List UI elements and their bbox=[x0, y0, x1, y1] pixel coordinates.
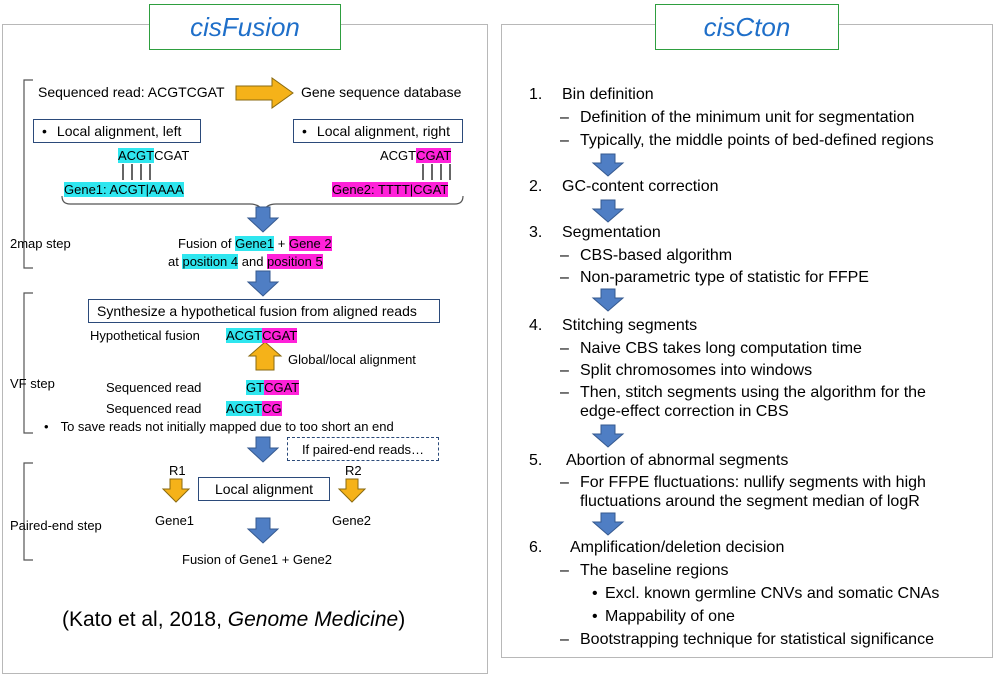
final-fusion-text: Fusion of Gene1 + Gene2 bbox=[182, 552, 332, 567]
left-read-rest: CGAT bbox=[154, 148, 190, 163]
fusion-line-1: Fusion of Gene1 + Gene 2 bbox=[178, 236, 332, 251]
right-read-sequence: ACGTCGAT bbox=[380, 148, 452, 163]
substep: CBS-based algorithm bbox=[580, 247, 733, 264]
step-number: 1. bbox=[529, 86, 543, 103]
sub-substep: Excl. known germline CNVs and somatic CN… bbox=[605, 585, 940, 602]
substep: For FFPE fluctuations: nullify segments … bbox=[580, 474, 926, 491]
step-title: Segmentation bbox=[562, 224, 661, 241]
cisciton-title: cisCton bbox=[655, 4, 839, 50]
cisfusion-title: cisFusion bbox=[149, 4, 341, 50]
fusion-position2: position 5 bbox=[267, 254, 323, 269]
dash: – bbox=[560, 109, 569, 126]
local-alignment-left-label: Local alignment, left bbox=[56, 123, 182, 139]
dash: – bbox=[560, 384, 569, 401]
seqread1-seq: GTCGAT bbox=[246, 380, 300, 395]
dash: – bbox=[560, 362, 569, 379]
step-title: Stitching segments bbox=[562, 317, 698, 334]
substep: Split chromosomes into windows bbox=[580, 362, 813, 379]
dash: – bbox=[560, 340, 569, 357]
seqread1-a: GT bbox=[246, 380, 265, 395]
gene-database-text: Gene sequence database bbox=[301, 84, 462, 100]
fusion-and: and bbox=[238, 254, 268, 269]
citation-journal: Genome Medicine bbox=[227, 608, 399, 631]
right-read-rest: ACGT bbox=[380, 148, 417, 163]
gene1-sequence: Gene1: ACGT|AAAA bbox=[64, 182, 184, 197]
bullet: • bbox=[44, 419, 49, 434]
fusion-plus: + bbox=[274, 236, 289, 251]
seqread2-a: ACGT bbox=[226, 401, 263, 416]
substep: Definition of the minimum unit for segme… bbox=[580, 109, 915, 126]
paired-end-if-box: If paired-end reads… bbox=[287, 437, 439, 461]
fusion-at: at bbox=[168, 254, 183, 269]
step-label-paired-end: Paired-end step bbox=[10, 518, 102, 533]
sequenced-read-text: Sequenced read: ACGTCGAT bbox=[38, 84, 225, 100]
local-alignment-right-box: • Local alignment, right bbox=[293, 119, 463, 143]
substep: Non-parametric type of statistic for FFP… bbox=[580, 269, 869, 286]
step-title: Abortion of abnormal segments bbox=[566, 452, 789, 469]
synthesize-box: Synthesize a hypothetical fusion from al… bbox=[88, 299, 440, 323]
gene1-label: Gene1 bbox=[155, 513, 195, 528]
fusion-gene1: Gene1 bbox=[235, 236, 275, 251]
substep: Bootstrapping technique for statistical … bbox=[580, 631, 934, 648]
left-read-highlight: ACGT bbox=[118, 148, 155, 163]
step-title: Bin definition bbox=[562, 86, 654, 103]
sub-bullet: • bbox=[592, 608, 598, 625]
local-alignment-right-label: Local alignment, right bbox=[316, 123, 450, 139]
save-reads-note: • To save reads not initially mapped due … bbox=[44, 419, 394, 434]
substep: The baseline regions bbox=[580, 562, 729, 579]
step-number: 6. bbox=[529, 539, 543, 556]
bullet: • bbox=[42, 123, 47, 139]
dash: – bbox=[560, 132, 569, 149]
step-number: 4. bbox=[529, 317, 543, 334]
gene2-sequence: Gene2: TTTT|CGAT bbox=[332, 182, 449, 197]
step-number: 5. bbox=[529, 452, 543, 469]
dash: – bbox=[560, 474, 569, 491]
seqread2-seq: ACGTCG bbox=[226, 401, 282, 416]
step-label-2map: 2map step bbox=[10, 236, 71, 251]
global-local-label: Global/local alignment bbox=[288, 352, 416, 367]
citation-prefix: (Kato et al, 2018, bbox=[62, 608, 228, 631]
substep-continued: fluctuations around the segment median o… bbox=[580, 493, 920, 510]
r1-label: R1 bbox=[169, 463, 186, 478]
hyp-part-a: ACGT bbox=[226, 328, 263, 343]
dash: – bbox=[560, 562, 569, 579]
save-reads-text: To save reads not initially mapped due t… bbox=[60, 419, 394, 434]
dash: – bbox=[560, 269, 569, 286]
step-title: Amplification/deletion decision bbox=[570, 539, 785, 556]
hyp-part-b: CGAT bbox=[262, 328, 298, 343]
sub-bullet: • bbox=[592, 585, 598, 602]
fusion-gene2: Gene 2 bbox=[288, 236, 332, 251]
seqread2-b: CG bbox=[262, 401, 282, 416]
right-read-highlight: CGAT bbox=[416, 148, 452, 163]
local-alignment-box: Local alignment bbox=[198, 477, 330, 501]
dash: – bbox=[560, 247, 569, 264]
gene2-label: Gene2 bbox=[332, 513, 372, 528]
local-alignment-left-box: • Local alignment, left bbox=[33, 119, 201, 143]
fusion-line-2: at position 4 and position 5 bbox=[168, 254, 323, 269]
hypothetical-fusion-seq: ACGTCGAT bbox=[226, 328, 298, 343]
substep: Naive CBS takes long computation time bbox=[580, 340, 862, 357]
sub-substep: Mappability of one bbox=[605, 608, 735, 625]
substep-continued: edge-effect correction in CBS bbox=[580, 403, 789, 420]
fusion-text: Fusion of bbox=[178, 236, 236, 251]
r2-label: R2 bbox=[345, 463, 362, 478]
step-title: GC-content correction bbox=[562, 178, 719, 195]
substep: Then, stitch segments using the algorith… bbox=[580, 384, 926, 401]
substep: Typically, the middle points of bed-defi… bbox=[580, 132, 934, 149]
dash: – bbox=[560, 631, 569, 648]
fusion-position1: position 4 bbox=[182, 254, 239, 269]
step-number: 3. bbox=[529, 224, 543, 241]
citation-suffix: ) bbox=[398, 608, 406, 631]
seqread1-label: Sequenced read bbox=[106, 380, 202, 395]
bullet: • bbox=[302, 123, 307, 139]
cisciton-panel bbox=[501, 24, 993, 658]
citation: (Kato et al, 2018, Genome Medicine) bbox=[62, 608, 405, 632]
step-number: 2. bbox=[529, 178, 543, 195]
hypothetical-fusion-label: Hypothetical fusion bbox=[90, 328, 200, 343]
step-label-vf: VF step bbox=[10, 376, 55, 391]
seqread1-b: CGAT bbox=[264, 380, 300, 395]
seqread2-label: Sequenced read bbox=[106, 401, 202, 416]
left-read-sequence: ACGTCGAT bbox=[118, 148, 189, 163]
